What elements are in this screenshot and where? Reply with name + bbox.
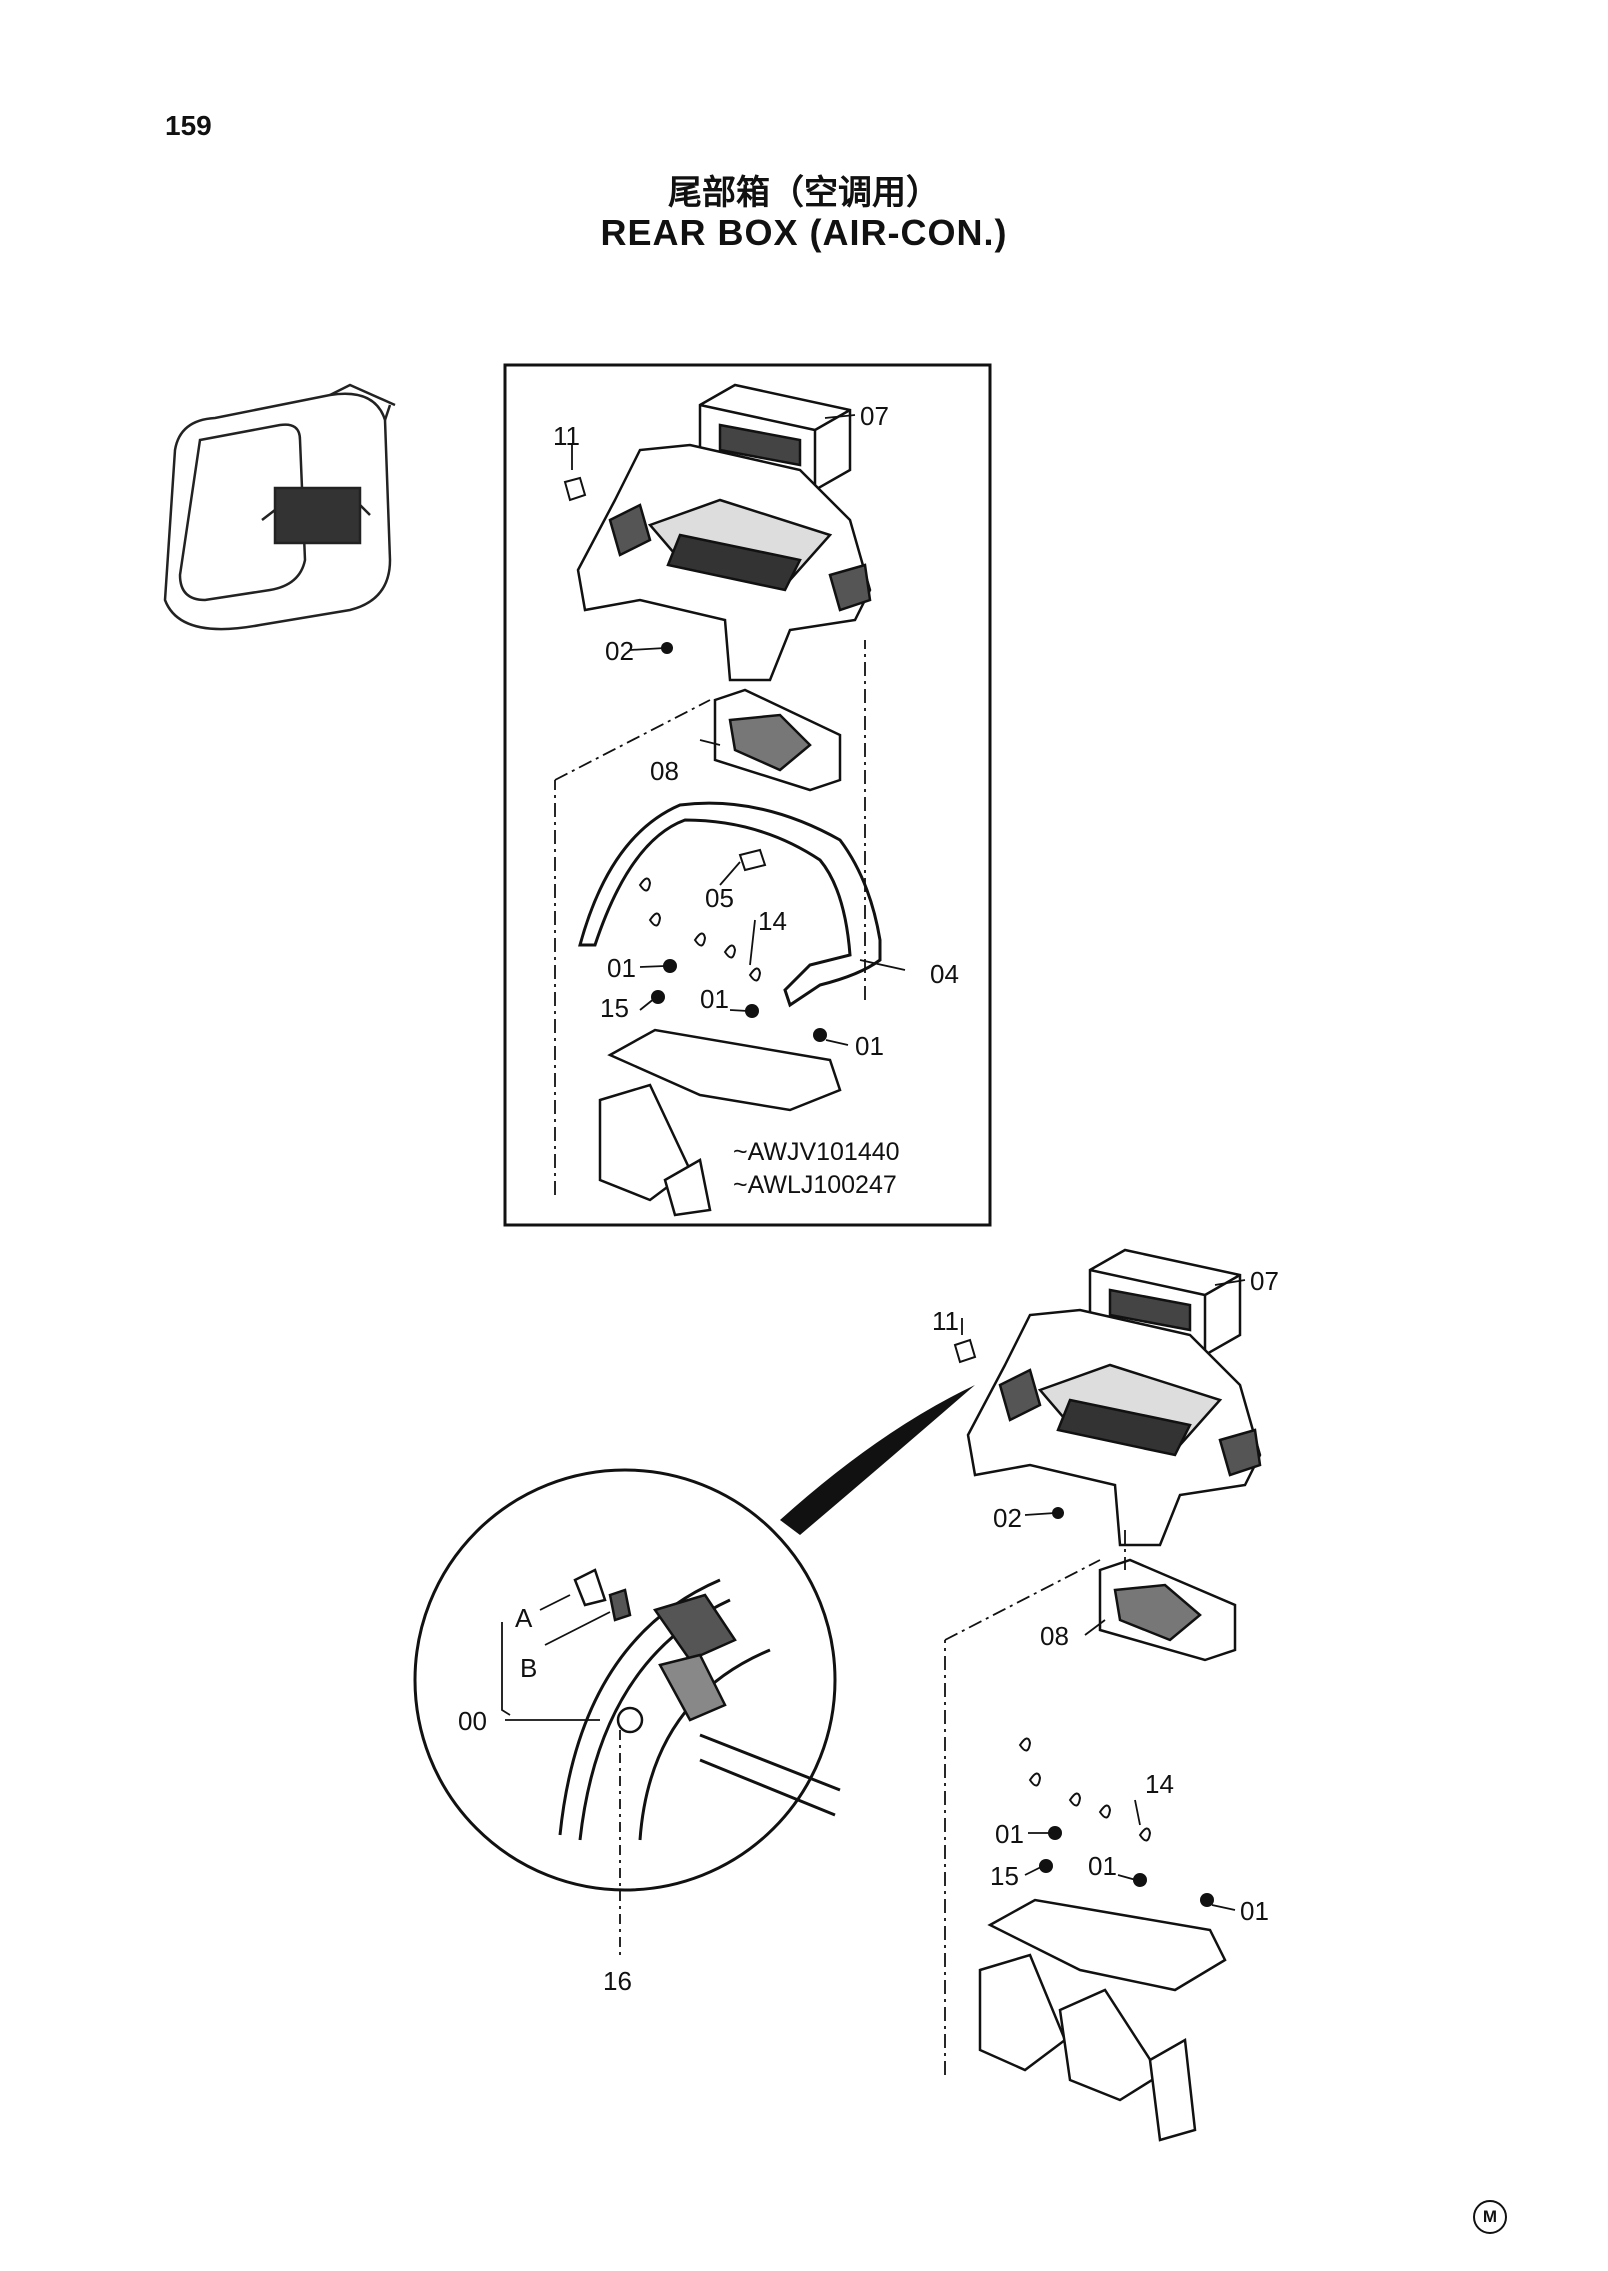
callout-02: 02 [605, 636, 634, 666]
part-rear-box [576, 443, 872, 682]
callout-01: 01 [1088, 1851, 1117, 1881]
callout-00: 00 [458, 1706, 487, 1736]
part-rear-box [966, 1308, 1262, 1547]
callout-14: 14 [758, 906, 787, 936]
callout-01: 01 [607, 953, 636, 983]
callout-07: 07 [1250, 1266, 1279, 1296]
serial-range-1: ~AWJV101440 [733, 1138, 900, 1166]
callout-15: 15 [990, 1861, 1019, 1891]
callout-01: 01 [995, 1819, 1024, 1849]
callout-02: 02 [993, 1503, 1022, 1533]
callout-07: 07 [860, 401, 889, 431]
serial-range-2: ~AWLJ100247 [733, 1171, 897, 1199]
callout-16: 16 [603, 1966, 632, 1996]
part-04-seal [578, 801, 882, 1008]
part-08-vent [1098, 1558, 1237, 1662]
lower-view: 07 11 02 08 14 01 15 01 01 [932, 1248, 1279, 2142]
page-number: 159 [165, 110, 212, 141]
part-11-grommet [953, 1338, 977, 1364]
callout-08: 08 [1040, 1621, 1069, 1651]
callout-11: 11 [553, 421, 580, 451]
leader-lines [944, 1279, 1246, 2075]
page-title-chinese: 尾部箱（空调用） [668, 173, 940, 213]
upper-view: 07 11 02 08 05 14 01 04 15 01 01 ~AWJV10… [503, 363, 992, 1227]
part-11-grommet [563, 476, 587, 502]
bolts [1039, 1507, 1214, 1907]
callout-01: 01 [1240, 1896, 1269, 1926]
callout-14: 14 [1145, 1769, 1174, 1799]
bolts [651, 642, 827, 1042]
part-14-clips [1018, 1737, 1152, 1842]
callout-B: B [520, 1653, 537, 1683]
part-05-clip [738, 848, 767, 872]
leader-lines [554, 414, 906, 1195]
callout-05: 05 [705, 883, 734, 913]
upper-view-frame [503, 363, 992, 1227]
cab-location-thumbnail [163, 383, 396, 631]
callout-15: 15 [600, 993, 629, 1023]
callout-08: 08 [650, 756, 679, 786]
part-08-vent [713, 688, 842, 792]
callout-A: A [515, 1603, 533, 1633]
cab-floor-frame [978, 1898, 1227, 2142]
page-title-english: REAR BOX (AIR-CON.) [600, 212, 1008, 253]
detail-view: A B 00 16 [413, 1385, 975, 1996]
detail-circle [413, 1468, 837, 1892]
callout-01: 01 [855, 1031, 884, 1061]
detail-pointer [780, 1385, 975, 1535]
callout-04: 04 [930, 959, 959, 989]
corner-circled-mark: M [1473, 2200, 1507, 2234]
callout-11: 11 [932, 1306, 959, 1336]
cab-floor-frame [598, 1028, 842, 1217]
callout-01: 01 [700, 984, 729, 1014]
part-14-clips [638, 877, 762, 982]
